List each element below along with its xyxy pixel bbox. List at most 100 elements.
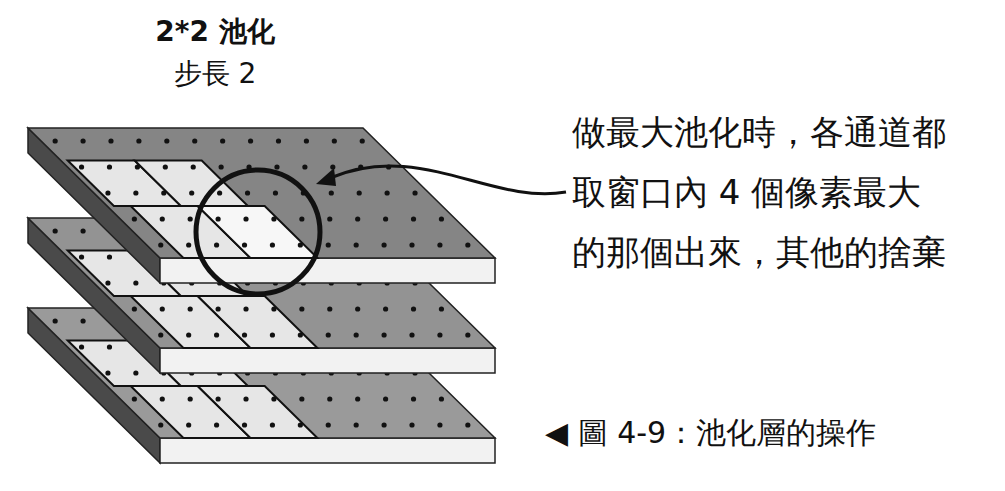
pool-window [198, 296, 318, 348]
figure-caption: ◀ 圖 4-9：池化層的操作 [545, 414, 876, 452]
pixel-dot [158, 422, 163, 427]
pixel-dot [219, 164, 224, 169]
pixel-dot [381, 332, 386, 337]
pixel-dot [79, 344, 84, 349]
pixel-dot [108, 138, 113, 143]
pixel-dot [409, 422, 414, 427]
pixel-dot [465, 332, 470, 337]
pixel-dot [53, 318, 58, 323]
pixel-dot [381, 422, 386, 427]
pixel-dot [330, 164, 335, 169]
pixel-dot [381, 242, 386, 247]
pixel-dot [243, 306, 248, 311]
pool-window [198, 206, 318, 258]
pixel-dot [133, 190, 138, 195]
pixel-dot [354, 422, 359, 427]
leader-line [330, 166, 566, 194]
pixel-dot [186, 332, 191, 337]
pixel-dot [79, 164, 84, 169]
pixel-dot [107, 344, 112, 349]
pixel-dot [158, 242, 163, 247]
pixel-dot [465, 422, 470, 427]
pixel-dot [107, 254, 112, 259]
pixel-dot [80, 318, 85, 323]
pixel-dot [439, 396, 444, 401]
pixel-dot [133, 280, 138, 285]
pixel-dot [242, 332, 247, 337]
pixel-dot [298, 242, 303, 247]
pixel-dot [326, 242, 331, 247]
pixel-dot [327, 396, 332, 401]
pixel-dot [189, 190, 194, 195]
pixel-dot [135, 164, 140, 169]
pixel-dot [360, 138, 365, 143]
pixel-dot [160, 306, 165, 311]
pixel-dot [383, 396, 388, 401]
slab-front [160, 438, 495, 463]
pixel-dot [409, 332, 414, 337]
pixel-dot [329, 190, 334, 195]
pixel-dot [105, 190, 110, 195]
pixel-dot [298, 422, 303, 427]
pixel-dot [216, 216, 221, 221]
callout-note: 做最大池化時，各通道都 取窗口內 4 個像素最大 的那個出來，其他的捨棄 [572, 102, 1000, 282]
pixel-dot [216, 306, 221, 311]
pixel-dot [299, 396, 304, 401]
pixel-dot [354, 332, 359, 337]
pixel-dot [186, 242, 191, 247]
pixel-dot [354, 242, 359, 247]
pixel-dot [355, 216, 360, 221]
pool-window [135, 161, 248, 207]
pixel-dot [248, 138, 253, 143]
feature-map-stack [28, 128, 495, 463]
pixel-dot [164, 138, 169, 143]
pixel-dot [274, 164, 279, 169]
pixel-dot [411, 396, 416, 401]
pixel-dot [385, 190, 390, 195]
diagram-title: 2*2 池化 [155, 14, 274, 49]
pixel-dot [132, 216, 137, 221]
pixel-dot [302, 164, 307, 169]
pixel-dot [192, 138, 197, 143]
pixel-dot [298, 332, 303, 337]
pixel-dot [158, 332, 163, 337]
pixel-dot [271, 216, 276, 221]
pixel-dot [136, 138, 141, 143]
pixel-dot [439, 216, 444, 221]
pixel-dot [304, 138, 309, 143]
pixel-dot [242, 242, 247, 247]
slab-front [160, 348, 495, 373]
pixel-dot [188, 216, 193, 221]
pixel-dot [188, 396, 193, 401]
pixel-dot [383, 216, 388, 221]
pixel-dot [355, 306, 360, 311]
pixel-dot [276, 138, 281, 143]
pixel-dot [191, 164, 196, 169]
stride-label: 步長 2 [174, 56, 257, 91]
pixel-dot [160, 396, 165, 401]
pixel-dot [411, 216, 416, 221]
pixel-dot [437, 242, 442, 247]
pixel-dot [214, 422, 219, 427]
pixel-dot [53, 228, 58, 233]
pixel-dot [326, 422, 331, 427]
pixel-dot [299, 216, 304, 221]
pixel-dot [271, 306, 276, 311]
pixel-dot [411, 306, 416, 311]
pixel-dot [53, 138, 58, 143]
pixel-dot [271, 396, 276, 401]
pixel-dot [245, 190, 250, 195]
pixel-dot [186, 422, 191, 427]
pixel-dot [243, 216, 248, 221]
pixel-dot [133, 370, 138, 375]
pixel-dot [412, 190, 417, 195]
pixel-dot [326, 332, 331, 337]
pixel-dot [242, 422, 247, 427]
slab-top [28, 128, 495, 258]
pixel-dot [439, 306, 444, 311]
pixel-dot [437, 332, 442, 337]
pixel-dot [80, 228, 85, 233]
pixel-dot [80, 138, 85, 143]
pixel-dot [357, 190, 362, 195]
pixel-dot [220, 138, 225, 143]
